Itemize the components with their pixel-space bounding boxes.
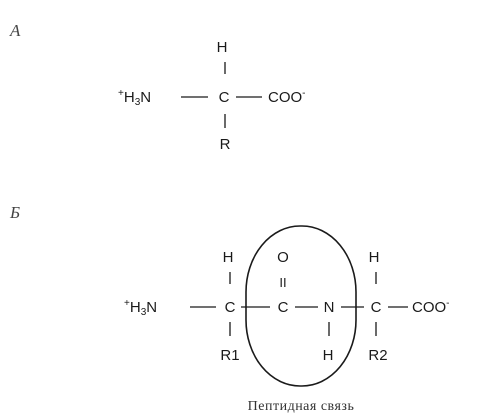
panel-a-amino-n: N xyxy=(140,89,151,106)
panel-a-carboxylate: COO- xyxy=(268,88,306,106)
panel-b-carbonyl-carbon: C xyxy=(278,299,289,316)
panel-b-carbon-1: C xyxy=(225,299,236,316)
panel-b-coo-charge: - xyxy=(446,298,449,309)
panel-b-carboxylate: COO- xyxy=(412,298,450,316)
panel-b-amino-sub: 3 xyxy=(141,307,147,318)
panel-b-top-h-2: H xyxy=(369,249,380,266)
panel-b-carbon-2: C xyxy=(371,299,382,316)
panel-b-coo: COO xyxy=(412,299,446,316)
panel-a-coo: COO xyxy=(268,89,302,106)
panel-a-amino-h: H xyxy=(124,89,135,106)
peptide-bond-highlight-ring xyxy=(245,225,357,387)
panel-a-side-chain: R xyxy=(220,136,231,153)
panel-b-side-chain-1: R1 xyxy=(220,347,239,364)
panel-b-amino-h: H xyxy=(130,299,141,316)
panel-a-amino-charge: + xyxy=(118,88,124,99)
panel-a: А H +H3N C COO- R xyxy=(9,21,306,153)
panel-a-amino-sub: 3 xyxy=(135,97,141,108)
panel-b-amino-group: +H3N xyxy=(124,298,157,318)
panel-b: Б H O II H +H3N C C N C COO- R1 H xyxy=(9,203,450,414)
panel-a-coo-charge: - xyxy=(302,88,305,99)
panel-b-amide-nitrogen: N xyxy=(324,299,335,316)
panel-b-carbonyl-oxygen: O xyxy=(277,249,289,266)
peptide-bond-caption: Пептидная связь xyxy=(248,399,355,414)
panel-b-side-chain-2: R2 xyxy=(368,347,387,364)
panel-b-top-h-1: H xyxy=(223,249,234,266)
panel-b-amide-h: H xyxy=(323,347,334,364)
panel-b-double-bond: II xyxy=(279,275,286,290)
panel-b-amino-n: N xyxy=(146,299,157,316)
panel-a-top-h: H xyxy=(217,39,228,56)
panel-b-amino-charge: + xyxy=(124,298,130,309)
panel-a-alpha-carbon: C xyxy=(219,89,230,106)
panel-a-label: А xyxy=(9,21,21,40)
panel-b-label: Б xyxy=(9,203,20,222)
panel-a-amino-group: +H3N xyxy=(118,88,151,108)
